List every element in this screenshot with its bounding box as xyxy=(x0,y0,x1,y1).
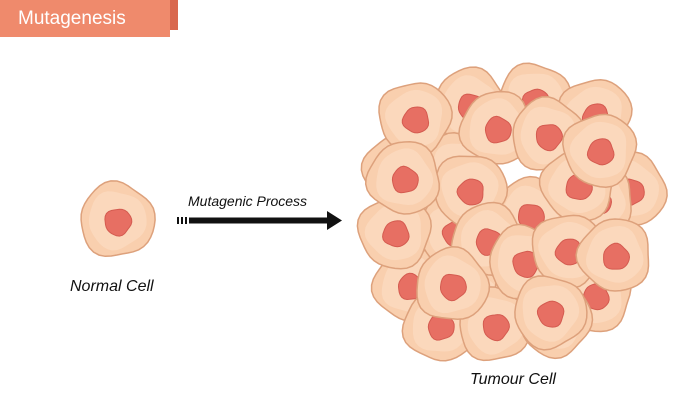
cell xyxy=(575,218,650,292)
nucleus xyxy=(104,208,133,237)
nucleus xyxy=(401,106,430,134)
title-banner: Mutagenesis xyxy=(0,0,170,37)
nucleus xyxy=(439,273,467,302)
nucleus xyxy=(484,115,512,144)
tumour-cell-cluster xyxy=(356,62,668,362)
cell xyxy=(416,246,491,320)
nucleus xyxy=(456,178,484,206)
nucleus xyxy=(512,250,540,279)
nucleus xyxy=(536,300,565,328)
cell xyxy=(562,113,638,188)
nucleus xyxy=(603,242,631,270)
cell xyxy=(80,180,156,258)
tumour-cell-label: Tumour Cell xyxy=(470,371,556,388)
arrow-label: Mutagenic Process xyxy=(188,193,308,209)
mutagenic-arrow xyxy=(177,211,342,230)
nucleus xyxy=(482,314,510,342)
normal-cell xyxy=(80,180,156,258)
cell xyxy=(378,82,453,157)
nucleus xyxy=(586,138,615,166)
nucleus xyxy=(535,124,564,152)
cell xyxy=(514,275,588,351)
nucleus xyxy=(391,165,419,194)
cell xyxy=(356,195,432,270)
normal-cell-label: Normal Cell xyxy=(70,278,154,295)
nucleus xyxy=(382,220,410,248)
nucleus xyxy=(554,238,582,266)
cell xyxy=(364,141,440,215)
